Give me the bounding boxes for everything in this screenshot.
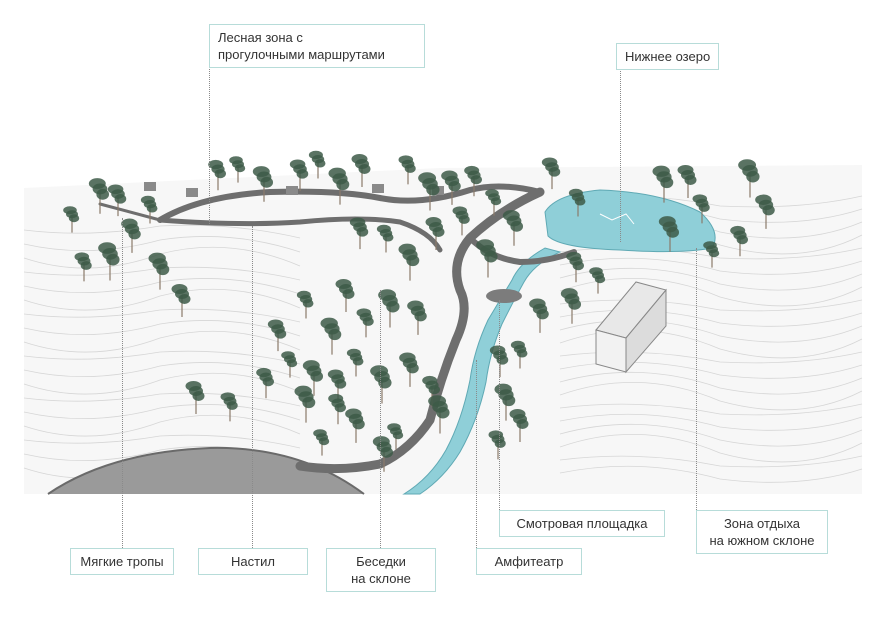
leader-rest-zone	[696, 248, 697, 510]
label-pavilions-line2: на склоне	[351, 571, 411, 586]
leader-forest	[209, 64, 210, 224]
label-lower-lake: Нижнее озеро	[616, 43, 720, 70]
lake-inlet-lines	[599, 213, 635, 225]
viewing-deck	[486, 289, 522, 303]
rest-pavilion-building	[595, 281, 667, 374]
pine-trees	[63, 150, 775, 472]
leader-lake	[620, 66, 621, 242]
label-forest-line1: Лесная зона с	[218, 30, 303, 45]
label-forest-zone: Лесная зона с прогулочными маршрутами	[209, 24, 425, 68]
stream	[402, 247, 562, 495]
label-decking: Настил	[198, 548, 308, 575]
label-viewpoint: Смотровая площадка	[499, 510, 665, 537]
label-forest-line2: прогулочными маршрутами	[218, 47, 385, 62]
leader-amphitheater	[476, 360, 477, 548]
leader-decking	[252, 226, 253, 548]
label-amphitheater: Амфитеатр	[476, 548, 582, 575]
label-soft-paths-text: Мягкие тропы	[80, 554, 164, 569]
label-rest-zone: Зона отдыха на южном склоне	[696, 510, 828, 554]
label-pavilions-line1: Беседки	[356, 554, 406, 569]
label-soft-paths: Мягкие тропы	[70, 548, 174, 575]
leader-soft-paths	[122, 218, 123, 548]
amphitheater-plaza	[48, 447, 364, 494]
label-rest-zone-line2: на южном склоне	[709, 533, 815, 548]
label-amphitheater-text: Амфитеатр	[494, 554, 564, 569]
leader-pavilions	[380, 290, 381, 548]
label-rest-zone-line1: Зона отдыха	[723, 516, 801, 531]
leader-viewpoint	[499, 300, 500, 510]
label-decking-text: Настил	[231, 554, 275, 569]
label-pavilions: Беседки на склоне	[326, 548, 436, 592]
label-lake-text: Нижнее озеро	[625, 49, 711, 64]
label-viewpoint-text: Смотровая площадка	[516, 516, 648, 531]
